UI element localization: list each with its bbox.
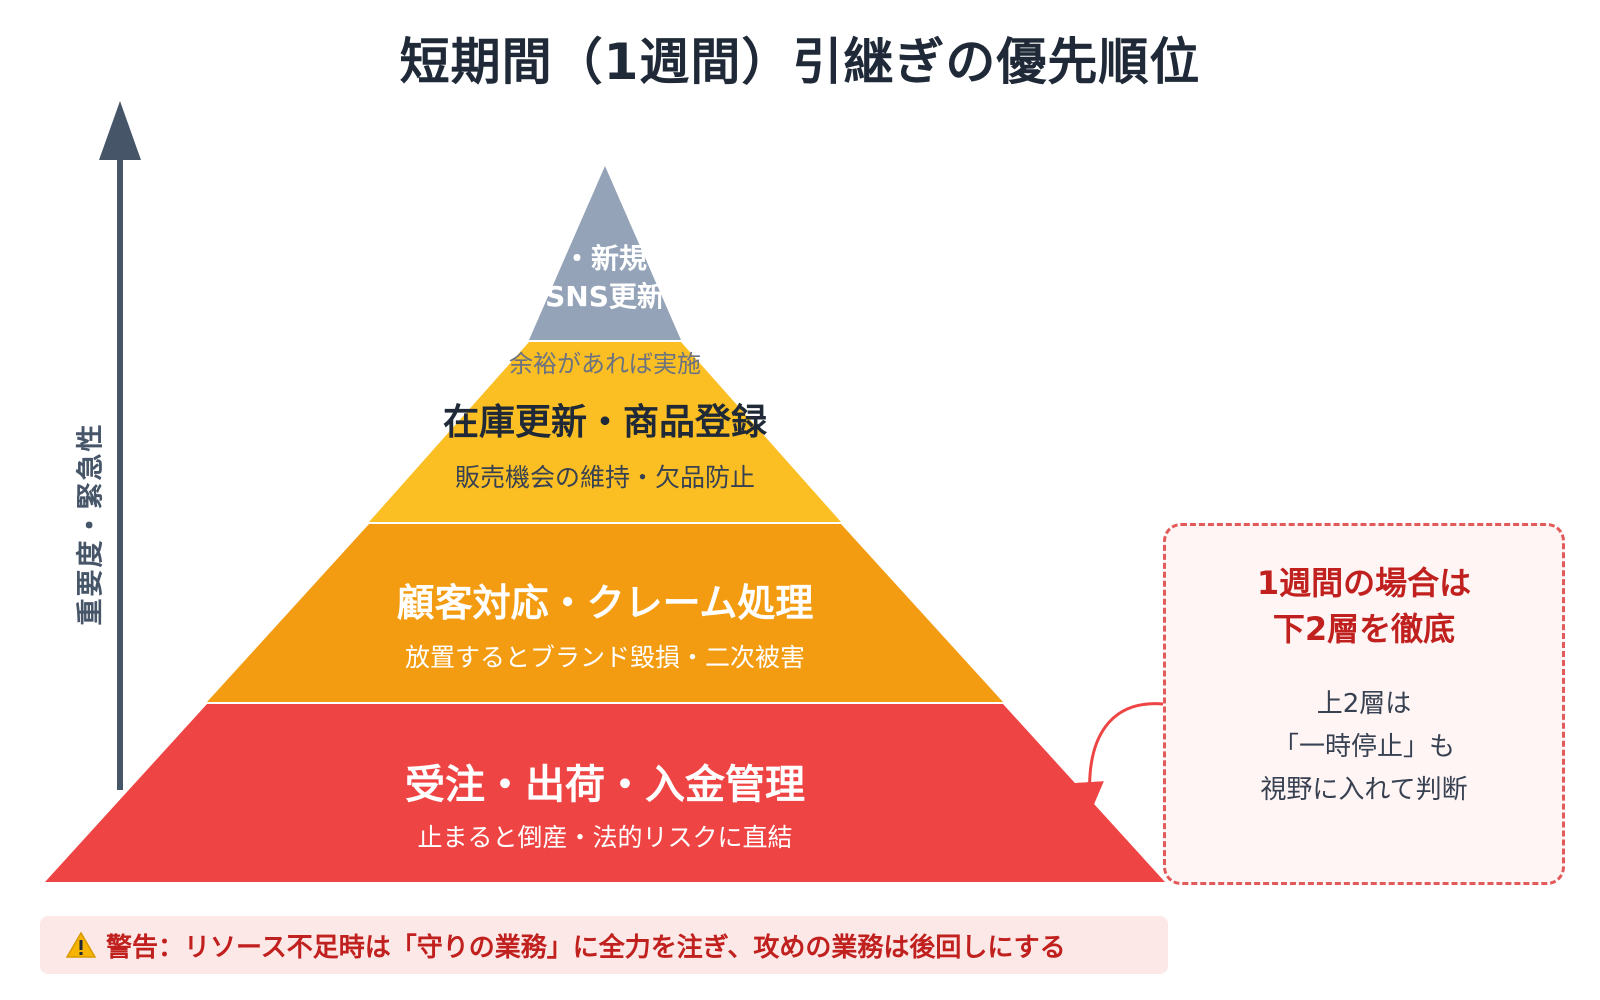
tier-bottom-name: 受注・出荷・入金管理	[405, 762, 805, 808]
tier-bottom	[45, 704, 1165, 882]
tier-top	[529, 166, 681, 340]
tier-second-desc: 放置するとブランド毀損・二次被害	[404, 643, 806, 672]
axis-arrow-head	[99, 101, 141, 160]
note-box: 1週間の場合は 下2層を徹底 上2層は 「一時停止」も 視野に入れて判断	[1163, 523, 1565, 885]
tier-top-desc: 余裕があれば実施	[509, 350, 701, 378]
tier-third-desc: 販売機会の維持・欠品防止	[454, 463, 756, 492]
warning-banner: 警告：リソース不足時は「守りの業務」に全力を注ぎ、攻めの業務は後回しにする	[40, 916, 1168, 974]
tier-top-name-1: ・新規	[562, 242, 647, 275]
page-title: 短期間（1週間）引継ぎの優先順位	[399, 33, 1201, 91]
warning-text: 警告：リソース不足時は「守りの業務」に全力を注ぎ、攻めの業務は後回しにする	[106, 932, 1066, 963]
note-title: 1週間の場合は 下2層を徹底	[1256, 564, 1472, 649]
tier-third-name: 在庫更新・商品登録	[442, 402, 768, 443]
tier-bottom-desc: 止まると倒産・法的リスクに直結	[417, 823, 793, 852]
tier-third	[369, 342, 841, 522]
tier-second	[207, 524, 1003, 702]
tier-top-label: ・新規 SNS更新	[545, 240, 665, 316]
note-body: 上2層は 「一時停止」も 視野に入れて判断	[1260, 688, 1468, 805]
axis-label: 重要度・緊急性	[75, 422, 107, 626]
tier-second-name: 顧客対応・クレーム処理	[396, 581, 814, 625]
note-connector	[1073, 702, 1164, 812]
warning-icon	[66, 931, 96, 958]
tier-top-name-2: SNS更新	[545, 280, 665, 313]
